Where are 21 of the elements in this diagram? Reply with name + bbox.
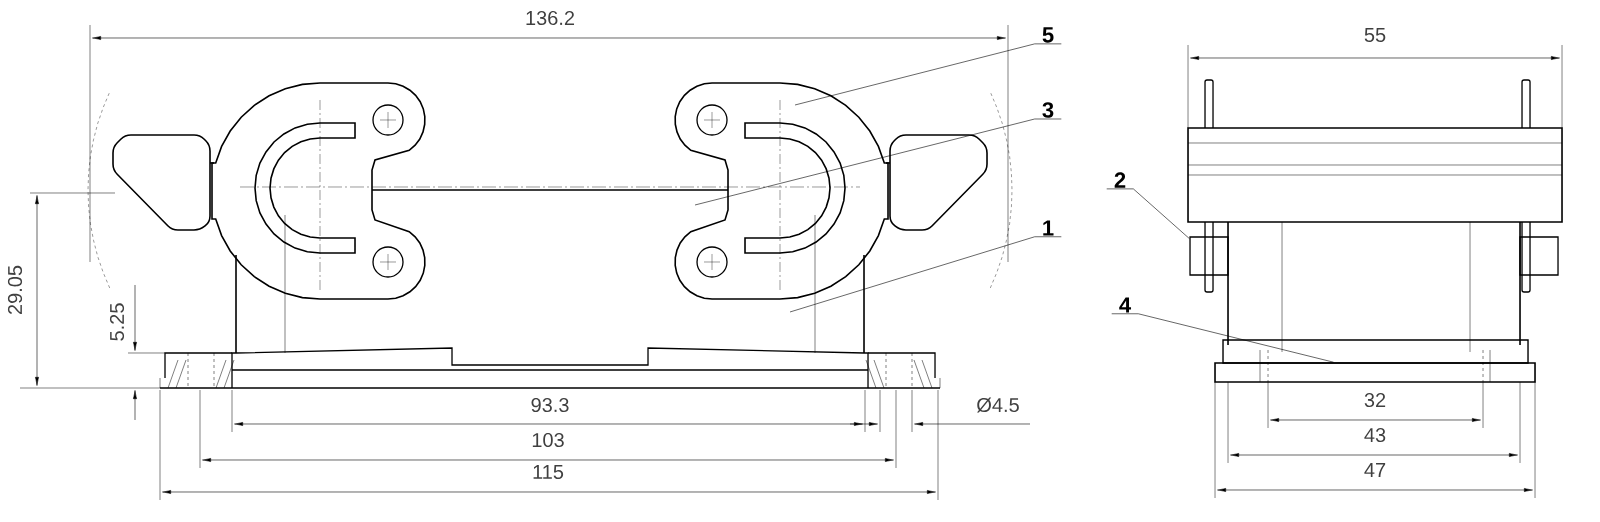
leader-line bbox=[794, 43, 1062, 106]
nut bbox=[1189, 236, 1229, 276]
dimension-label: 47 bbox=[1364, 463, 1386, 477]
dimension-label: 43 bbox=[1364, 427, 1386, 443]
callout-number: 5 bbox=[1042, 27, 1054, 43]
dimension-label: 93.3 bbox=[531, 397, 569, 413]
dimension-label: 136.2 bbox=[526, 10, 574, 26]
callout-number: 3 bbox=[1042, 102, 1054, 118]
dimension-label: 115 bbox=[533, 465, 564, 479]
callout-number: 1 bbox=[1043, 220, 1054, 236]
dimension-label: 5.25 bbox=[109, 303, 125, 341]
callout-number: 4 bbox=[1119, 297, 1131, 313]
flange-plate bbox=[1214, 362, 1536, 383]
dimension-label: 55 bbox=[1364, 28, 1386, 42]
dimension-label: 103 bbox=[532, 432, 564, 448]
callout-number: 2 bbox=[1114, 172, 1126, 188]
leader-line bbox=[1106, 188, 1190, 239]
dimension-label: 29.05 bbox=[7, 265, 23, 314]
leader-line bbox=[694, 118, 1062, 206]
dimension-label: Ø4.5 bbox=[977, 397, 1019, 413]
leader-line bbox=[789, 236, 1062, 313]
